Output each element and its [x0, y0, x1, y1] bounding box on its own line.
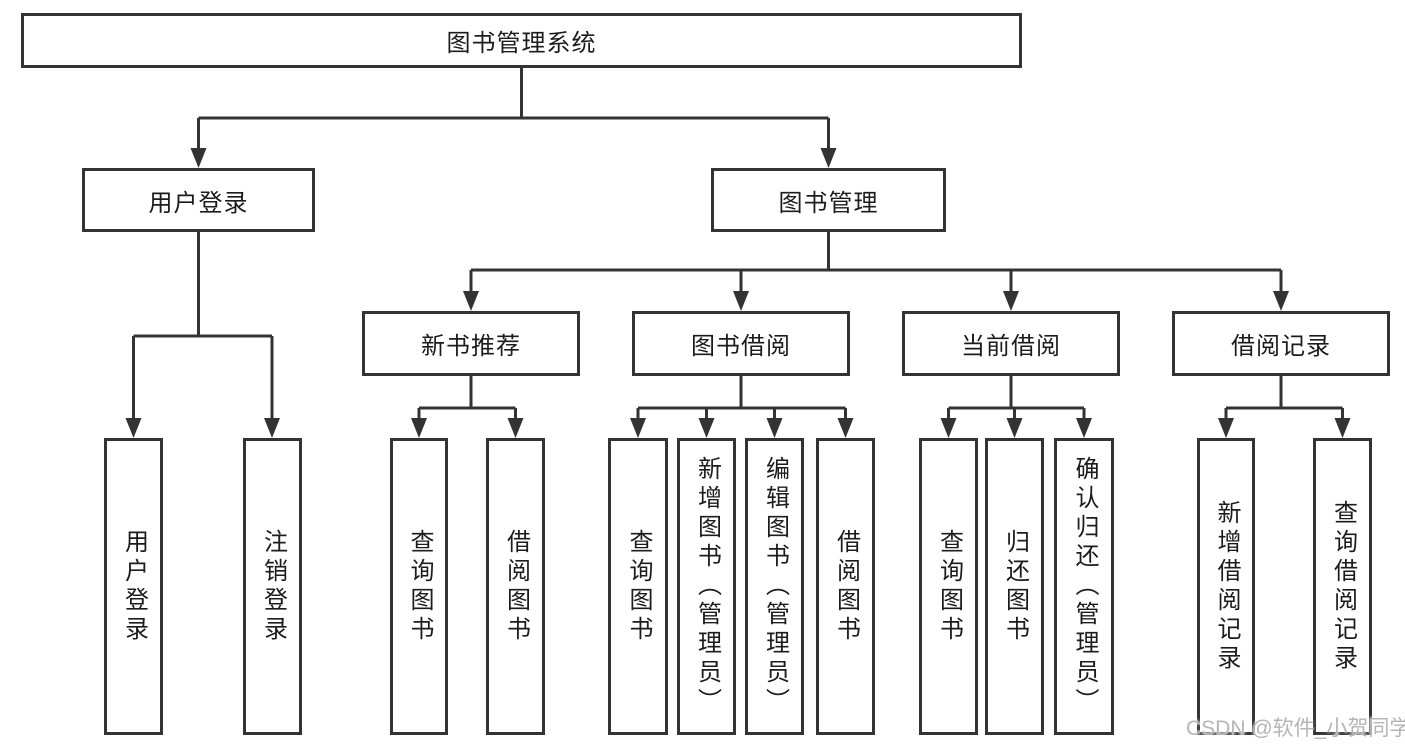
connector-arrowhead	[1006, 418, 1023, 438]
leaf-logout: 注销登录	[243, 438, 302, 735]
leaf-borrow-books-recommend: 借阅图书	[486, 438, 545, 735]
connector-arrowhead	[630, 418, 646, 438]
connector-arrowhead	[1003, 291, 1019, 311]
leaf-confirm-return-admin: 确认归还（管理员）	[1054, 438, 1114, 735]
node-new-book-recommend: 新书推荐	[362, 311, 580, 376]
watermark: CSDN @软件_小贺同学	[1186, 717, 1405, 740]
leaf-user-login: 用户登录	[104, 438, 163, 735]
connector-arrowhead	[190, 148, 207, 168]
leaf-query-borrow-record: 查询借阅记录	[1313, 438, 1372, 735]
connector-arrowhead	[463, 291, 479, 311]
connector-arrowhead	[837, 418, 854, 438]
connector-arrowhead	[940, 418, 957, 438]
connector-arrowhead	[1334, 418, 1351, 438]
leaf-query-books-current: 查询图书	[919, 438, 978, 735]
leaf-add-books-admin: 新增图书（管理员）	[677, 438, 736, 735]
connector-arrowhead	[125, 418, 142, 438]
connector-arrowhead	[820, 148, 837, 168]
node-current-borrow: 当前借阅	[902, 311, 1120, 376]
node-root-system: 图书管理系统	[21, 13, 1022, 68]
connector-arrowhead	[411, 418, 427, 438]
leaf-return-books: 归还图书	[985, 438, 1044, 735]
node-user-login: 用户登录	[82, 168, 315, 232]
connector-arrowhead	[1218, 418, 1234, 438]
connector-arrowhead	[1273, 291, 1289, 311]
connector-arrowhead	[766, 418, 783, 438]
connector-arrowhead	[733, 291, 749, 311]
node-book-management: 图书管理	[711, 168, 946, 232]
connector-arrowhead	[1076, 418, 1092, 438]
connector-arrowhead	[507, 418, 524, 438]
leaf-add-borrow-record: 新增借阅记录	[1197, 438, 1255, 735]
connector-arrowhead	[698, 418, 715, 438]
leaf-query-books-recommend: 查询图书	[390, 438, 448, 735]
leaf-edit-books-admin: 编辑图书（管理员）	[745, 438, 804, 735]
connector-arrowhead	[264, 418, 280, 438]
node-book-borrow: 图书借阅	[632, 311, 850, 376]
leaf-query-books-borrow: 查询图书	[608, 438, 668, 735]
node-borrow-records: 借阅记录	[1172, 311, 1390, 376]
leaf-borrow-books: 借阅图书	[816, 438, 875, 735]
